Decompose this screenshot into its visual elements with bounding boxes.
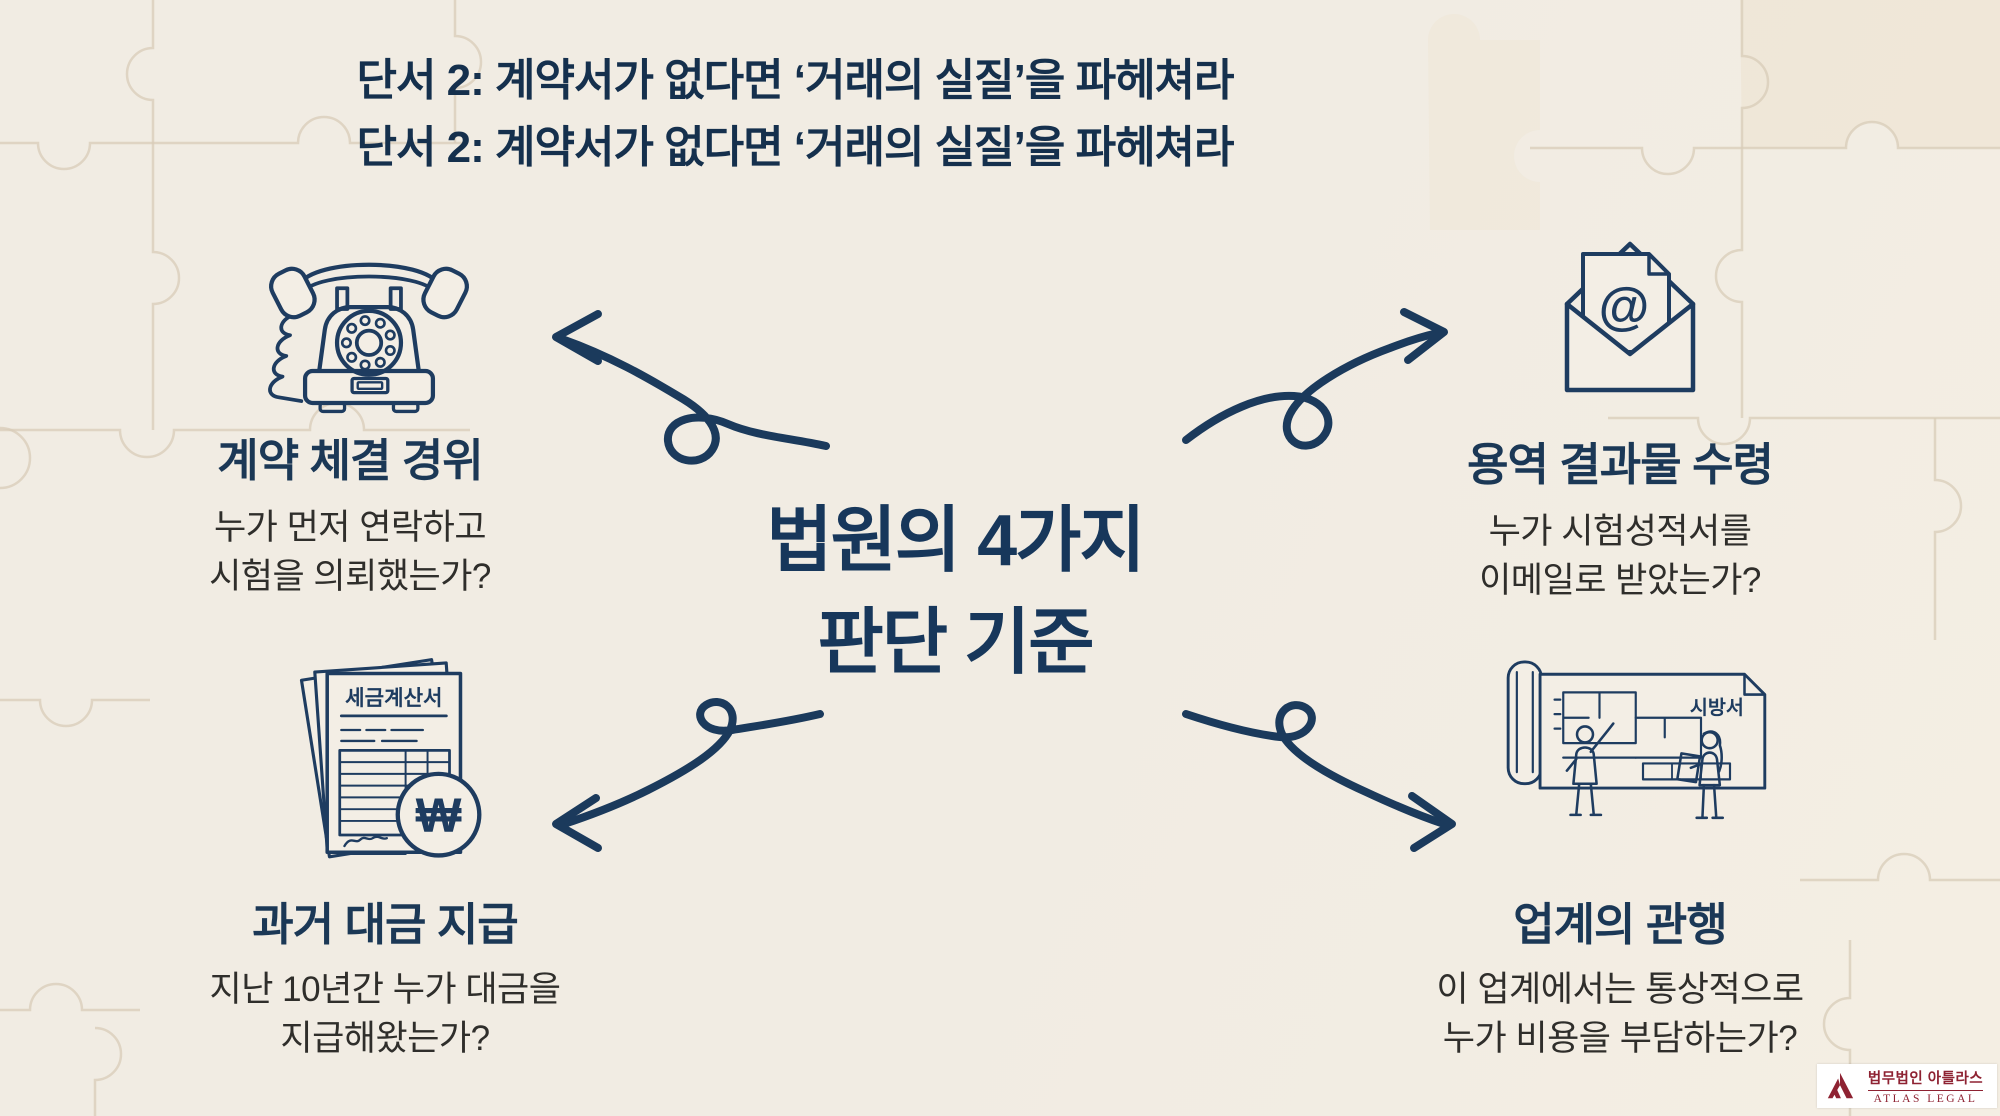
title-line-2: 단서 2: 계약서가 없다면 ‘거래의 실질’을 파헤쳐라 bbox=[356, 122, 1234, 172]
logo-korean-name: 법무법인 아틀라스 bbox=[1867, 1067, 1984, 1091]
blueprint-review-icon: 시방서 bbox=[1498, 648, 1788, 860]
quadrant-top-right-text: 용역 결과물 수령 누가 시험성적서를 이메일로 받았는가? bbox=[1330, 428, 1910, 605]
arrow-to-top-right bbox=[1182, 308, 1448, 450]
center-line-2: 판단 기준 bbox=[817, 603, 1095, 684]
title-line-1: 단서 2: 계약서가 없다면 ‘거래의 실질’을 파헤쳐라 bbox=[356, 56, 1234, 105]
page-title: 단서 2: 계약서가 없다면 ‘거래의 실질’을 파헤쳐라 단서 2: 계약서가… bbox=[0, 48, 1590, 182]
at-symbol: @ bbox=[1599, 278, 1650, 336]
logo-english-name: ATLAS LEGAL bbox=[1873, 1093, 1978, 1105]
won-symbol: ₩ bbox=[416, 789, 462, 843]
quadrant-subtext: 지난 10년간 누가 대금을 지급해왔는가? bbox=[209, 970, 561, 1058]
arrow-to-bottom-right bbox=[1182, 701, 1456, 852]
quadrant-subtext: 이 업계에서는 통상적으로 누가 비용을 부담하는가? bbox=[1436, 970, 1804, 1058]
quadrant-heading: 계약 체결 경위 bbox=[217, 435, 483, 486]
atlas-legal-logo: 법무법인 아틀라스 ATLAS LEGAL bbox=[1817, 1064, 1997, 1108]
center-hub-label: 법원의 4가지 판단 기준 bbox=[655, 490, 1255, 694]
quadrant-heading: 과거 대금 지급 bbox=[252, 899, 518, 950]
tax-invoice-icon: 세금계산서 ₩ bbox=[288, 648, 484, 870]
center-line-1: 법원의 4가지 bbox=[766, 501, 1145, 581]
quadrant-bottom-left-text: 과거 대금 지급 지난 10년간 누가 대금을 지급해왔는가? bbox=[95, 888, 675, 1063]
quadrant-heading: 업계의 관행 bbox=[1513, 899, 1728, 950]
rotary-phone-icon bbox=[243, 230, 495, 418]
quadrant-bottom-right-text: 업계의 관행 이 업계에서는 통상적으로 누가 비용을 부담하는가? bbox=[1330, 888, 1910, 1063]
blueprint-label: 시방서 bbox=[1690, 697, 1744, 719]
quadrant-subtext: 누가 먼저 연락하고 시험을 의뢰했는가? bbox=[209, 508, 491, 596]
person-pointing bbox=[1565, 722, 1615, 817]
quadrant-subtext: 누가 시험성적서를 이메일로 받았는가? bbox=[1479, 512, 1761, 600]
quadrant-top-left-text: 계약 체결 경위 누가 먼저 연락하고 시험을 의뢰했는가? bbox=[60, 424, 640, 601]
invoice-title: 세금계산서 bbox=[345, 686, 442, 710]
atlas-triangle-logo-icon bbox=[1827, 1072, 1854, 1099]
arrow-to-bottom-left bbox=[552, 698, 824, 852]
person-holding-board bbox=[1676, 730, 1725, 820]
email-envelope-icon: @ bbox=[1545, 222, 1715, 412]
quadrant-heading: 용역 결과물 수령 bbox=[1467, 439, 1774, 490]
logo-text: 법무법인 아틀라스 ATLAS LEGAL bbox=[1862, 1067, 1989, 1105]
